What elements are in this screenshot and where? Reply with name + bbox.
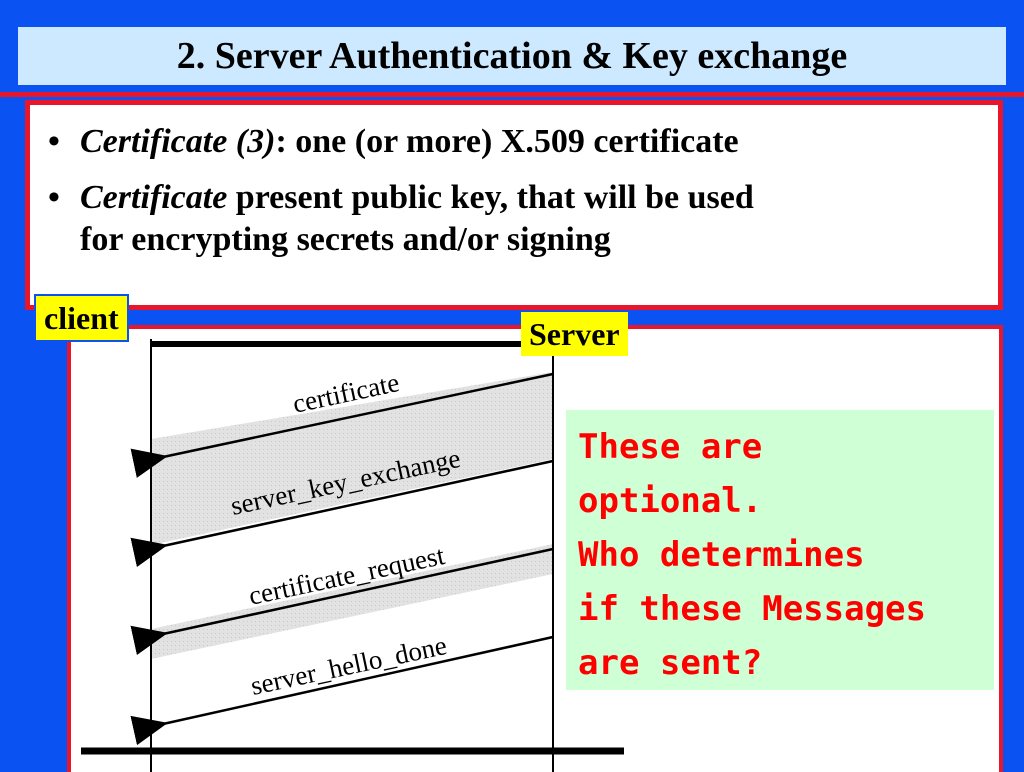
note-line: optional. [578, 481, 763, 521]
bullet-dot: • [48, 123, 60, 160]
arrow-server-hello-done [130, 635, 554, 746]
bullet-2-text: present public key, that will be used [227, 179, 754, 216]
bullet-1-italic: Certificate (3) [80, 123, 276, 160]
message-label: server_hello_done [248, 630, 449, 701]
note-line: if these Messages [578, 589, 926, 629]
bullet-item-1: • Certificate (3): one (or more) X.509 c… [48, 121, 998, 163]
arrow-certificate [130, 372, 554, 478]
bullet-box: • Certificate (3): one (or more) X.509 c… [25, 100, 1003, 310]
arrow-server-key-exchange [130, 459, 554, 568]
bullet-2-text-line2: for encrypting secrets and/or signing [80, 221, 611, 258]
bullet-item-2: • Certificate present public key, that w… [48, 177, 998, 261]
note-line: are sent? [578, 643, 763, 683]
note-line: Who determines [578, 535, 865, 575]
title-bar: 2. Server Authentication & Key exchange [18, 27, 1006, 85]
client-label: client [34, 294, 129, 342]
arrow-certificate-request [130, 547, 554, 656]
bullet-2-italic: Certificate [80, 179, 228, 216]
bullet-dot: • [48, 179, 60, 216]
message-band [151, 372, 553, 545]
bullet-1-text: : one (or more) X.509 certificate [275, 123, 739, 160]
slide-title: 2. Server Authentication & Key exchange [176, 35, 848, 77]
optional-note: These are optional. Who determines if th… [566, 410, 994, 690]
server-label: Server [521, 312, 628, 356]
message-band [151, 544, 553, 659]
note-line: These are [578, 427, 763, 467]
title-rule [0, 92, 1024, 97]
sequence-svg: certificate server_key_exchange certific… [81, 329, 624, 772]
